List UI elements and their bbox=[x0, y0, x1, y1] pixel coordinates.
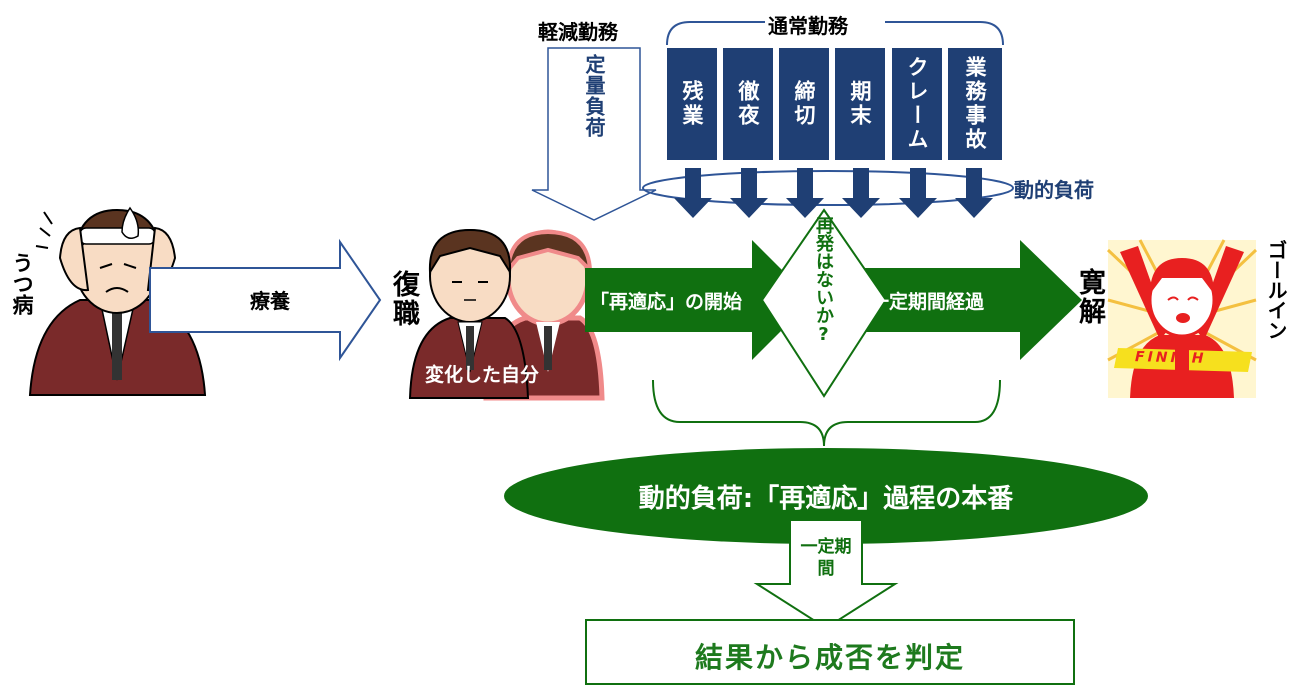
normal-duty-bracket bbox=[666, 21, 1004, 46]
period-elapsed-label: 一定期間経過 bbox=[870, 291, 985, 313]
goal-in-label: ゴールイン bbox=[1264, 240, 1288, 340]
period-elapsed-arrow bbox=[852, 240, 1082, 360]
fixed-period-label: 一定期間 bbox=[800, 537, 852, 579]
dynamic-load-main-label: 動的負荷:「再適応」過程の本番 bbox=[638, 484, 1014, 514]
all-nighter-box: 徹夜 bbox=[723, 48, 773, 160]
dynamic-load-label: 動的負荷 bbox=[1014, 178, 1094, 202]
work-accident-box: 業務事故 bbox=[948, 48, 1002, 160]
readaptation-start-label: 「再適応」の開始 bbox=[590, 291, 743, 313]
relapse-check-label: 再発はないか? bbox=[813, 216, 834, 345]
relapse-check-diamond bbox=[760, 208, 888, 398]
dynamic-load-ring bbox=[642, 170, 1014, 206]
light-duty-arrow bbox=[531, 47, 657, 221]
rest-label: 療養 bbox=[250, 289, 290, 313]
complaint-box: クレーム bbox=[892, 48, 942, 160]
changed-self-label: 変化した自分 bbox=[425, 364, 540, 386]
finish-banner: FINISH bbox=[1134, 349, 1207, 367]
result-box bbox=[585, 619, 1075, 685]
fixed-period-arrow bbox=[753, 519, 899, 630]
front-person-icon bbox=[408, 228, 530, 399]
goal-person-icon bbox=[1106, 239, 1258, 398]
rest-arrow bbox=[149, 238, 382, 362]
load-down-arrows bbox=[674, 168, 993, 218]
fixed-load-label: 定量負荷 bbox=[582, 54, 606, 138]
result-label: 結果から成否を判定 bbox=[694, 641, 965, 674]
return-to-work-label: 復職 bbox=[388, 270, 419, 328]
lower-brace bbox=[652, 379, 1001, 447]
light-duty-heading: 軽減勤務 bbox=[538, 20, 618, 44]
normal-duty-heading: 通常勤務 bbox=[768, 14, 848, 38]
overtime-box: 残業 bbox=[667, 48, 717, 160]
readaptation-start-arrow bbox=[585, 240, 812, 360]
remission-label: 寛解 bbox=[1074, 268, 1105, 326]
dynamic-load-ellipse bbox=[504, 448, 1148, 544]
depression-label: うつ病 bbox=[10, 252, 34, 315]
deadline-box: 締切 bbox=[779, 48, 829, 160]
term-end-box: 期末 bbox=[835, 48, 885, 160]
changed-self-figures bbox=[408, 228, 605, 401]
